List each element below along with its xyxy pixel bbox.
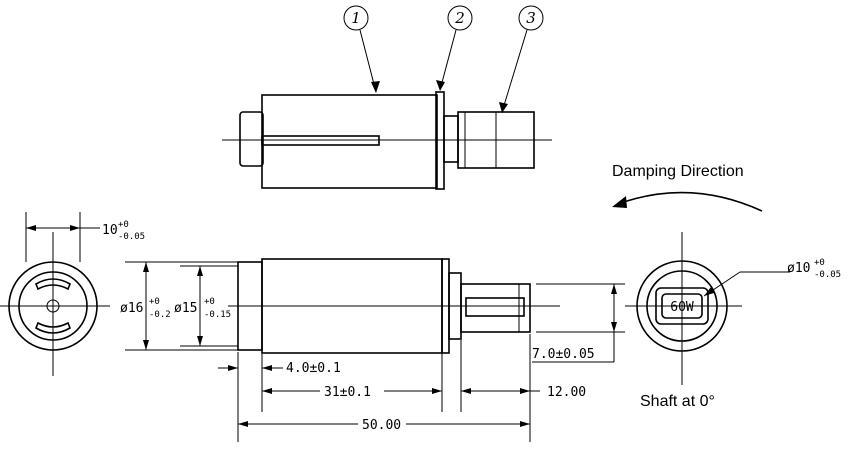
balloon-2: 2: [436, 5, 473, 91]
damping-direction-arrow: [612, 191, 763, 212]
dim-16-upper: +0: [149, 297, 160, 307]
dim-10-label: 10: [102, 223, 118, 238]
middle-side-view: [125, 258, 625, 363]
dim-31-label: 31±0.1: [324, 385, 371, 400]
right-end-view: [625, 232, 790, 385]
balloon-3: 3: [499, 5, 544, 113]
svg-text:1: 1: [351, 9, 361, 27]
dim-7-label: 7.0±0.05: [532, 347, 595, 362]
end-view-mark: 60W: [670, 300, 694, 315]
dim-15-upper: +0: [204, 297, 215, 307]
left-end-view: [0, 212, 110, 376]
dim-dia10-label: ø10: [787, 261, 810, 276]
dim-16-lower: -0.2: [149, 310, 171, 320]
dim-12-label: 12.00: [547, 385, 586, 400]
dim-dia10-lower: -0.05: [814, 270, 841, 280]
dim-10-lower: -0.05: [118, 232, 145, 242]
balloon-1: 1: [343, 5, 380, 93]
svg-text:2: 2: [454, 9, 465, 27]
damping-direction-label: Damping Direction: [612, 163, 744, 180]
dim-16-label: ø16: [120, 301, 143, 316]
dim-15-lower: -0.15: [204, 310, 231, 320]
shaft-angle-label: Shaft at 0°: [640, 393, 715, 410]
dim-50-label: 50.00: [362, 418, 401, 433]
dim-dia10-upper: +0: [814, 258, 825, 268]
dim-10-upper: +0: [118, 220, 129, 230]
dim-15-label: ø15: [174, 301, 197, 316]
top-view: [222, 91, 552, 190]
svg-text:3: 3: [526, 9, 536, 27]
dim-4-label: 4.0±0.1: [286, 361, 341, 376]
